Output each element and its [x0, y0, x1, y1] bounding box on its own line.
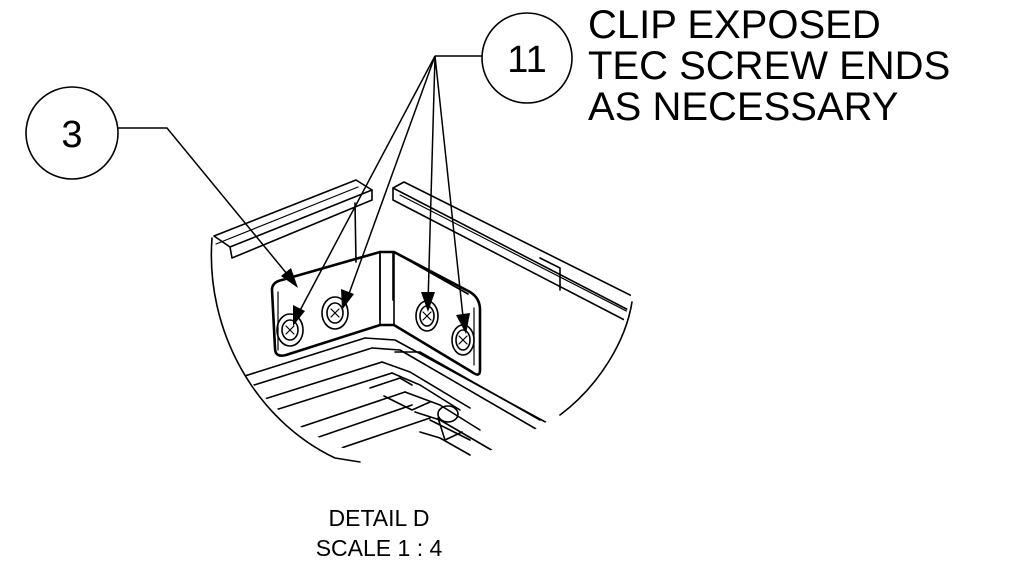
- detail-view: [210, 179, 636, 463]
- balloon-11-circle: [481, 12, 573, 104]
- arrowhead-11-b: [341, 289, 354, 310]
- arrowhead-11-c: [421, 292, 435, 312]
- note-line-1: CLIP EXPOSED: [588, 3, 881, 47]
- arrowhead-11-a: [293, 305, 305, 326]
- screw-2: [321, 296, 349, 330]
- note-line-2: TEC SCREW ENDS: [588, 44, 950, 88]
- balloon-3-label: 3: [61, 114, 82, 156]
- caption-title: DETAIL D: [329, 505, 430, 531]
- arrowhead-3: [281, 268, 298, 288]
- balloon-11: 11: [293, 12, 573, 334]
- right-flange: [392, 181, 636, 329]
- left-flange: [213, 179, 373, 263]
- detail-boundary-arc: [210, 237, 361, 463]
- leader-line-3: [118, 127, 293, 281]
- balloon-3: 3: [25, 86, 298, 288]
- balloon-11-label: 11: [507, 39, 546, 81]
- screw-1: [276, 313, 304, 347]
- note-line-3: AS NECESSARY: [588, 85, 899, 129]
- detail-boundary-arc-right: [559, 301, 633, 416]
- balloon-3-circle: [25, 86, 119, 180]
- arrowhead-11-d: [456, 313, 470, 334]
- angle-bracket: [270, 250, 482, 376]
- screw-4: [451, 324, 475, 356]
- caption-scale: SCALE 1 : 4: [316, 535, 443, 561]
- detail-caption: DETAIL D SCALE 1 : 4: [316, 505, 443, 561]
- note: CLIP EXPOSED TEC SCREW ENDS AS NECESSARY: [588, 3, 950, 129]
